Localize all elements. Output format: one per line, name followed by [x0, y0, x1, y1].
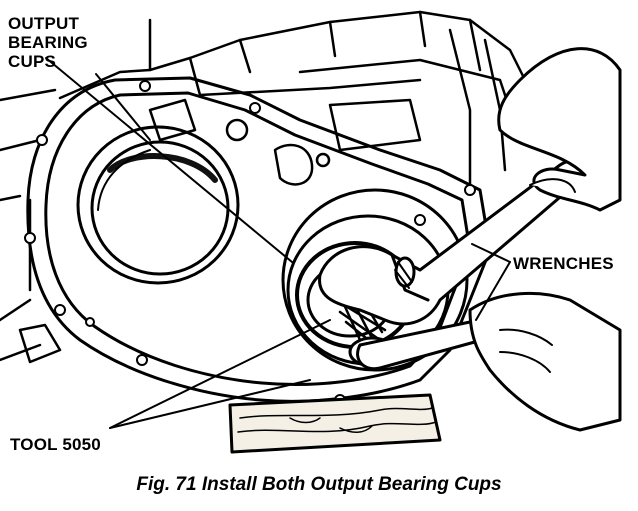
hand-lower: [468, 292, 622, 432]
leader-wrench-1: [471, 243, 511, 263]
leader-output-cup-1: [45, 57, 293, 263]
housing-block: [58, 10, 547, 192]
wrenches-label: WRENCHES: [513, 254, 614, 274]
leader-tool-1: [109, 319, 331, 429]
tool-5050-label: TOOL 5050: [10, 435, 101, 455]
bolt-holes: [24, 80, 476, 406]
label-line-3: CUPS: [8, 52, 57, 71]
label-line-2: BEARING: [8, 33, 88, 52]
rail-details: [148, 98, 422, 186]
cover-gasket-outline: [26, 76, 492, 403]
leader-output-cup-2: [95, 73, 151, 141]
hand-upper: [497, 47, 622, 212]
wood-block: [228, 393, 442, 454]
leader-tool-2: [109, 379, 311, 429]
figure-caption: Fig. 71 Install Both Output Bearing Cups: [136, 474, 502, 495]
label-line-1: OUTPUT: [8, 14, 80, 33]
output-bearing-cups-label: OUTPUT BEARING CUPS: [8, 14, 118, 71]
leader-wrench-2: [475, 261, 511, 321]
leader-lines: [45, 57, 511, 429]
left-housing: [0, 88, 62, 364]
